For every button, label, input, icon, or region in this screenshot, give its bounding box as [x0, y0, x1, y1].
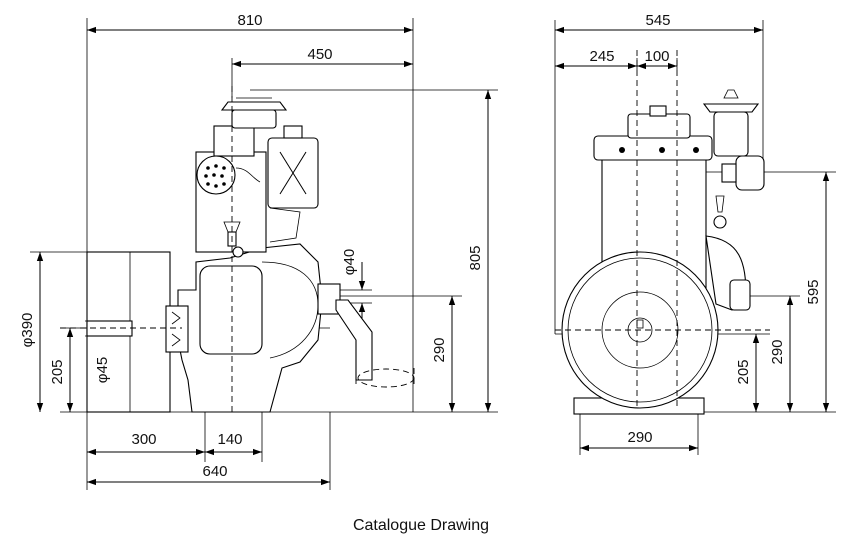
dim-205-front: 205	[735, 359, 752, 384]
dim-205-left: 205	[49, 359, 66, 384]
dim-545: 545	[645, 12, 670, 29]
side-view: 810 450 805 φ390 205 φ45 φ40 290 300 140…	[19, 12, 498, 490]
dim-640: 640	[202, 463, 227, 480]
dim-140: 140	[217, 431, 242, 448]
dim-810: 810	[237, 12, 262, 29]
dim-300: 300	[131, 431, 156, 448]
dim-phi40: φ40	[341, 249, 358, 275]
dim-805: 805	[467, 245, 484, 270]
dim-phi45: φ45	[94, 357, 111, 383]
dim-290-front: 290	[769, 339, 786, 364]
dim-290-base: 290	[627, 429, 652, 446]
dim-450: 450	[307, 46, 332, 63]
dim-phi390: φ390	[19, 313, 36, 348]
front-air-filter	[702, 103, 760, 113]
dim-100: 100	[644, 48, 669, 65]
muffler	[196, 155, 236, 195]
front-view: 545 245 100 595 290 205 290	[554, 12, 836, 455]
air-filter	[220, 101, 288, 111]
dim-245: 245	[589, 48, 614, 65]
exhaust-pipe	[335, 299, 373, 381]
caption: Catalogue Drawing	[352, 517, 490, 534]
dim-595: 595	[805, 279, 822, 304]
dim-290-side: 290	[431, 337, 448, 362]
